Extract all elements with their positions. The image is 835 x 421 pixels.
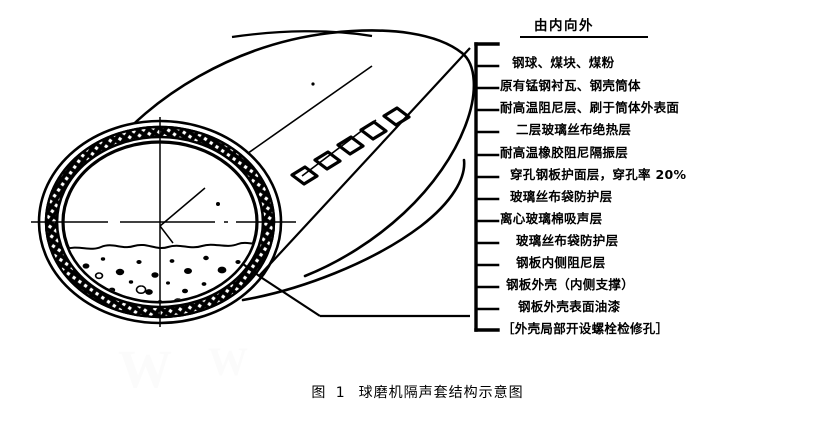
legend-item-6: 穿孔钢板护面层，穿孔率 20% bbox=[510, 167, 687, 182]
centre-lines bbox=[31, 117, 296, 327]
legend-label-column: 由内向外 钢球、煤块、煤粉 原有锰钢衬瓦、钢壳筒体 耐高温阻尼层、刷于筒体外表面… bbox=[498, 14, 835, 344]
legend-item-10: 钢板内侧阻尼层 bbox=[516, 255, 606, 270]
legend-item-2: 原有锰钢衬瓦、钢壳筒体 bbox=[500, 78, 641, 93]
centre-dot bbox=[216, 82, 315, 206]
legend-item-11: 钢板外壳（内侧支撑） bbox=[506, 277, 635, 292]
legend-header-rule bbox=[520, 36, 648, 38]
cylinder-body bbox=[102, 29, 476, 302]
legend-item-9: 玻璃丝布袋防护层 bbox=[516, 233, 619, 248]
legend-item-7: 玻璃丝布袋防护层 bbox=[510, 189, 613, 204]
legend-item-1: 钢球、煤块、煤粉 bbox=[512, 55, 615, 70]
legend-item-8: 离心玻璃棉吸声层 bbox=[500, 211, 603, 226]
watermark-right: W bbox=[208, 339, 248, 384]
legend-item-5: 耐高温橡胶阻尼隔振层 bbox=[500, 145, 629, 160]
leader-lines-to-legend bbox=[242, 47, 471, 318]
figure-caption-text: 球磨机隔声套结构示意图 bbox=[358, 385, 524, 401]
figure-number: 图 1 bbox=[311, 385, 348, 401]
legend-item-3: 耐高温阻尼层、刷于筒体外表面 bbox=[500, 100, 680, 115]
legend-header: 由内向外 bbox=[534, 18, 594, 34]
legend-item-4: 二层玻璃丝布绝热层 bbox=[516, 122, 632, 137]
figure-caption: 图 1 球磨机隔声套结构示意图 bbox=[0, 382, 835, 402]
inspection-hole-diamonds bbox=[290, 106, 411, 186]
legend-bracket bbox=[474, 42, 500, 332]
legend-item-13: ［外壳局部开设螺栓检修孔］ bbox=[502, 321, 669, 336]
cylinder-far-end-arc bbox=[231, 30, 373, 39]
watermark-left: W bbox=[118, 339, 172, 399]
legend-item-12: 钢板外壳表面油漆 bbox=[518, 299, 621, 314]
